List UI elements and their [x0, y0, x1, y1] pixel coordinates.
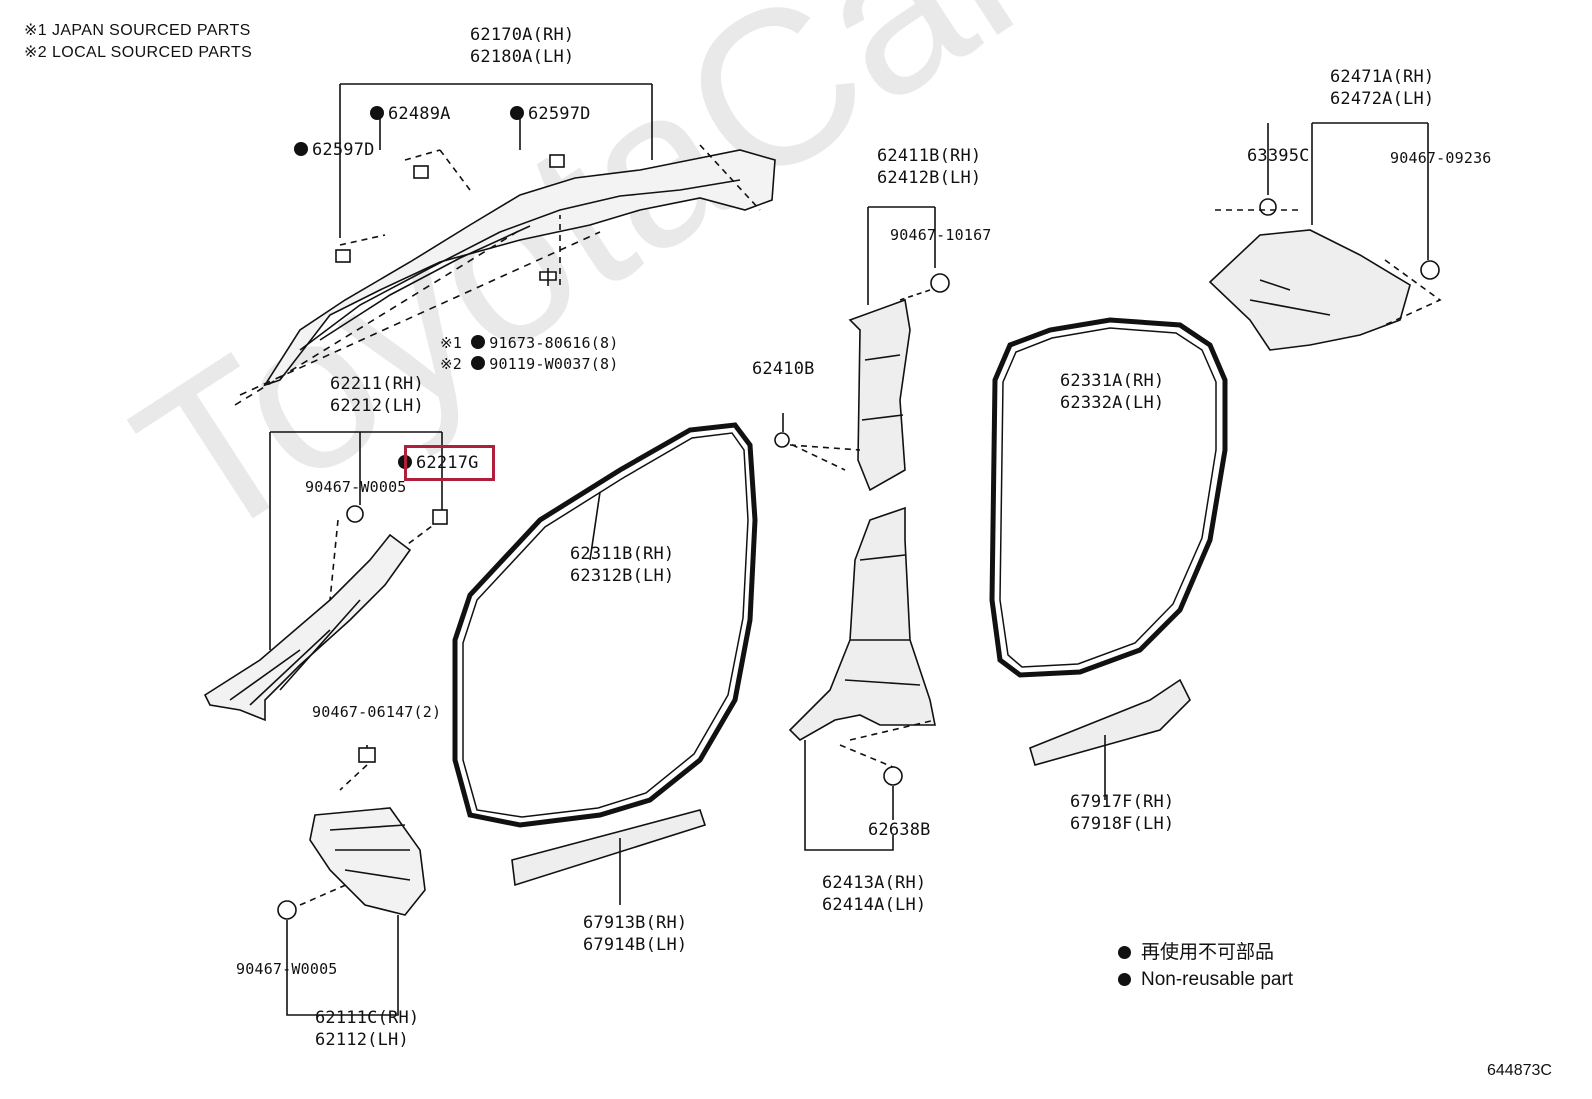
legend-non-reusable-en: Non-reusable part — [1118, 967, 1293, 993]
part-62112[interactable]: 62112(LH) — [315, 1030, 409, 1050]
part-90467-09236[interactable]: 90467-09236 — [1390, 149, 1492, 167]
part-62597d-left[interactable]: 62597D — [294, 140, 375, 160]
bracket-62111c — [286, 915, 399, 1016]
part-62413a[interactable]: 62413A(RH) — [822, 873, 927, 893]
rear-door-weatherstrip — [989, 317, 1228, 678]
part-63395c[interactable]: 63395C — [1247, 146, 1310, 166]
part-62411b[interactable]: 62411B(RH) — [877, 146, 982, 166]
highlight-box — [404, 445, 495, 481]
non-reusable-dot-icon — [370, 106, 384, 120]
part-62212[interactable]: 62212(LH) — [330, 396, 424, 416]
part-62332a[interactable]: 62332A(LH) — [1060, 393, 1165, 413]
part-62412b[interactable]: 62412B(LH) — [877, 168, 982, 188]
roof-side-garnish — [263, 149, 776, 387]
bracket-62170a — [339, 83, 653, 238]
part-90119[interactable]: ※2 90119-W0037(8) — [440, 355, 619, 373]
part-67914b[interactable]: 67914B(LH) — [583, 935, 688, 955]
part-62311b[interactable]: 62311B(RH) — [570, 544, 675, 564]
part-62414a[interactable]: 62414A(LH) — [822, 895, 927, 915]
part-62410b[interactable]: 62410B — [752, 359, 815, 379]
center-pillar-lower-garnish — [788, 506, 936, 741]
legend-non-reusable-jp: 再使用不可部品 — [1118, 940, 1274, 966]
part-62111c[interactable]: 62111C(RH) — [315, 1008, 420, 1028]
part-62170a[interactable]: 62170A(RH) — [470, 25, 575, 45]
non-reusable-dot-icon — [471, 335, 486, 349]
diagram-code: 644873C — [1487, 1062, 1552, 1079]
note-japan-sourced: ※1 JAPAN SOURCED PARTS — [24, 22, 251, 39]
part-62597d-right[interactable]: 62597D — [510, 104, 591, 124]
non-reusable-dot-icon — [294, 142, 308, 156]
part-62331a[interactable]: 62331A(RH) — [1060, 371, 1165, 391]
non-reusable-dot-icon — [1118, 973, 1131, 986]
part-62312b[interactable]: 62312B(LH) — [570, 566, 675, 586]
cowl-side-trim — [309, 807, 426, 916]
part-67918f[interactable]: 67918F(LH) — [1070, 814, 1175, 834]
part-62489a[interactable]: 62489A — [370, 104, 451, 124]
part-62638b[interactable]: 62638B — [868, 820, 931, 840]
non-reusable-dot-icon — [1118, 946, 1131, 959]
front-pillar-garnish — [203, 533, 412, 722]
center-pillar-upper-garnish — [848, 298, 911, 492]
part-62472a[interactable]: 62472A(LH) — [1330, 89, 1435, 109]
part-62211[interactable]: 62211(RH) — [330, 374, 424, 394]
non-reusable-dot-icon — [510, 106, 524, 120]
part-67913b[interactable]: 67913B(RH) — [583, 913, 688, 933]
non-reusable-dot-icon — [471, 356, 486, 370]
part-62471a[interactable]: 62471A(RH) — [1330, 67, 1435, 87]
bracket-62211 — [269, 431, 443, 650]
front-scuff-plate — [511, 809, 707, 887]
part-91673[interactable]: ※1 91673-80616(8) — [440, 334, 619, 352]
roof-side-inner-garnish — [1208, 229, 1411, 351]
part-90467-10167[interactable]: 90467-10167 — [890, 226, 992, 244]
part-90467-w0005-upper[interactable]: 90467-W0005 — [305, 478, 407, 496]
rear-scuff-plate — [1029, 678, 1191, 766]
part-62180a[interactable]: 62180A(LH) — [470, 47, 575, 67]
part-90467-06147[interactable]: 90467-06147(2) — [312, 703, 442, 721]
note-local-sourced: ※2 LOCAL SOURCED PARTS — [24, 44, 253, 61]
part-67917f[interactable]: 67917F(RH) — [1070, 792, 1175, 812]
front-door-weatherstrip — [452, 422, 758, 828]
part-90467-w0005-lower[interactable]: 90467-W0005 — [236, 960, 338, 978]
